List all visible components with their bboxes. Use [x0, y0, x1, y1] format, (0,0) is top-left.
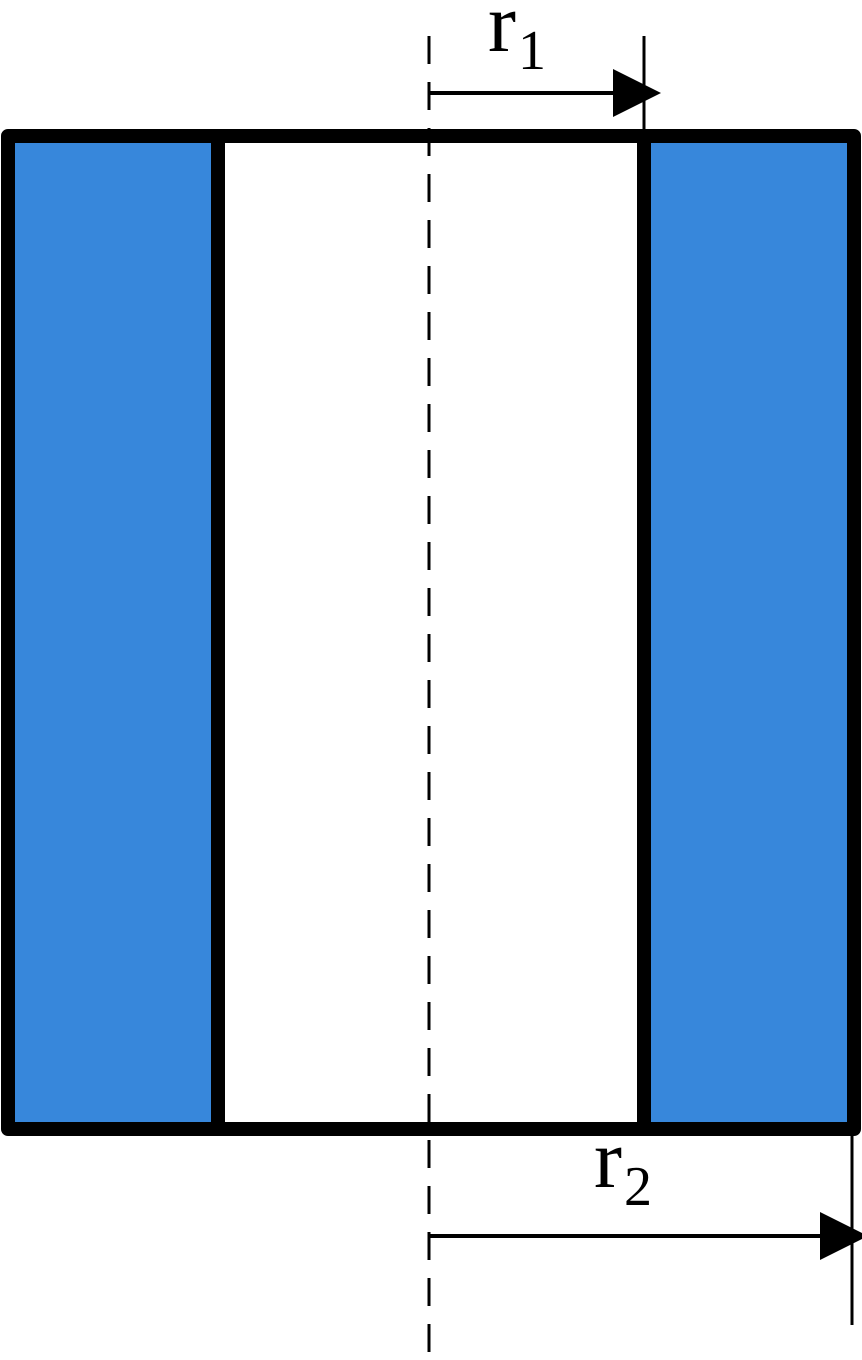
r2-label: r2 [594, 1113, 652, 1218]
right-shell-wall [644, 136, 854, 1129]
left-shell-wall [8, 136, 218, 1129]
r1-label: r1 [488, 0, 546, 82]
outer-boundary [1, 129, 861, 1136]
